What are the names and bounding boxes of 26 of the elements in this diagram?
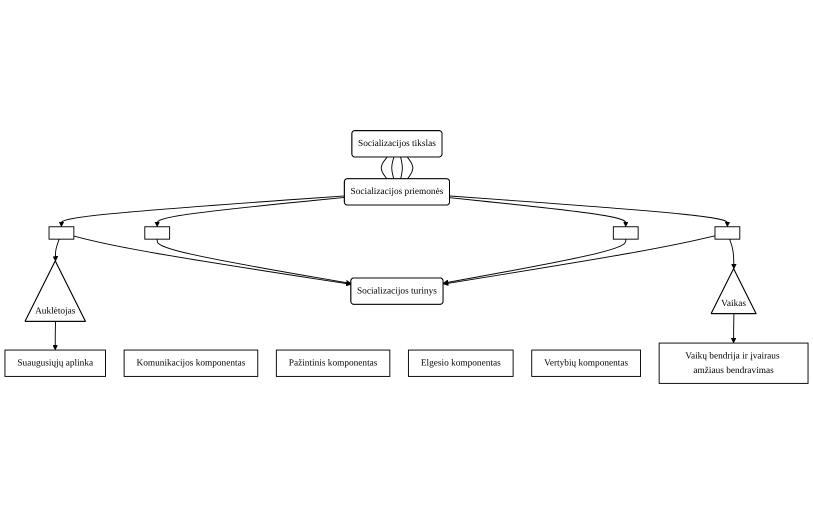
connector xyxy=(400,156,403,180)
node-box: Vertybių komponentas xyxy=(531,350,641,377)
arrow xyxy=(729,238,737,270)
arrow xyxy=(156,238,352,286)
arrow xyxy=(443,238,626,285)
node-box: Pažintinis komponentas xyxy=(276,350,390,377)
arrow xyxy=(449,196,730,227)
connector xyxy=(406,156,414,180)
node-box xyxy=(612,226,639,240)
connector xyxy=(380,156,388,180)
node-box xyxy=(144,226,170,240)
arrow xyxy=(52,238,60,262)
arrow xyxy=(730,313,736,344)
arrow xyxy=(154,196,346,227)
connector xyxy=(391,156,394,180)
node-box xyxy=(714,226,740,240)
node-box xyxy=(48,226,74,240)
node-box: Elgesio komponentas xyxy=(408,350,514,377)
arrow xyxy=(73,236,352,286)
arrow xyxy=(449,197,628,227)
node-box: Komunikacijos komponentas xyxy=(124,350,258,377)
node-box: Vaikų bendrija ir įvairaus amžiaus bendravimas xyxy=(658,342,808,384)
arrow xyxy=(443,235,716,286)
arrow xyxy=(52,321,58,350)
node-box: Suaugusiųjų aplinka xyxy=(4,350,106,377)
arrow xyxy=(58,195,346,227)
